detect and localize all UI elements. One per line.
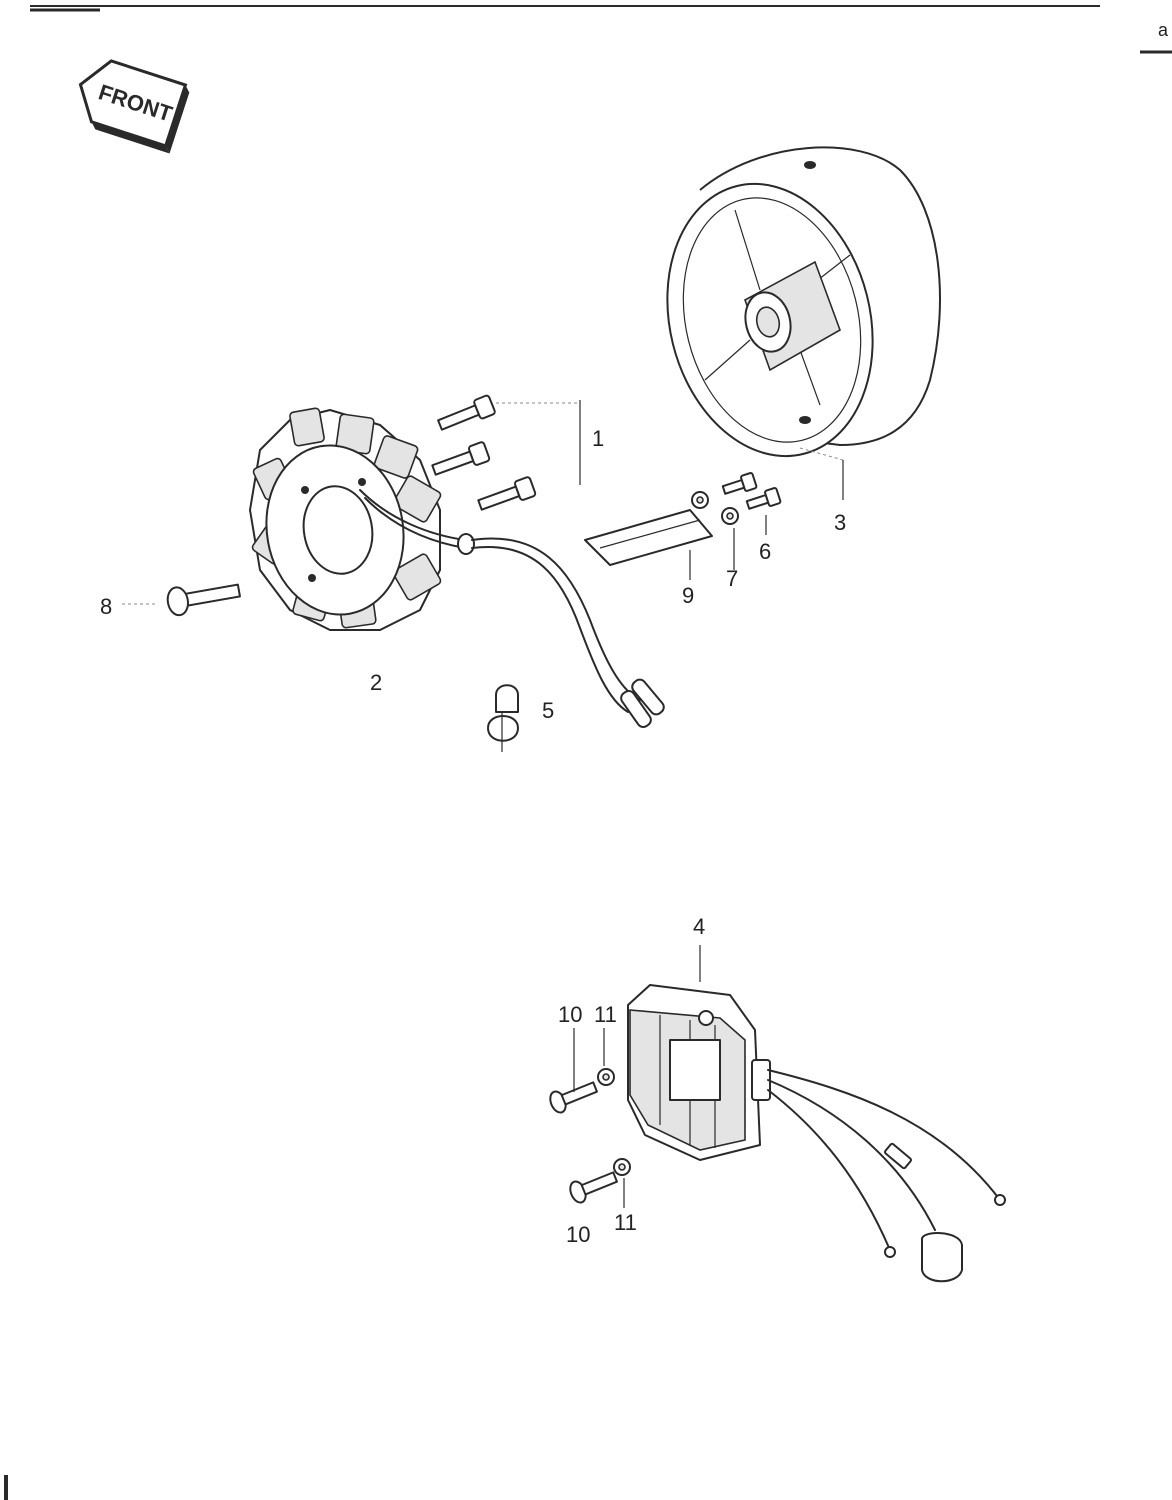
part-6-screws — [721, 472, 782, 535]
part-9-plate — [584, 491, 713, 580]
part-11-washers — [597, 1028, 631, 1208]
callout-10-top: 10 — [558, 1002, 582, 1027]
callout-7: 7 — [726, 566, 738, 591]
part-7-washer — [721, 507, 739, 570]
callout-9: 9 — [682, 583, 694, 608]
callout-4: 4 — [693, 914, 705, 939]
callout-3: 3 — [834, 510, 846, 535]
corner-mark: a — [1158, 20, 1169, 40]
front-direction-badge: FRONT — [78, 59, 190, 154]
callout-5: 5 — [542, 698, 554, 723]
part-10-bolts — [549, 1028, 618, 1204]
part-3-flywheel — [666, 146, 941, 500]
part-5-clamp — [487, 684, 519, 752]
part-2-stator — [249, 407, 665, 729]
header-rule — [4, 5, 1172, 1500]
callout-1: 1 — [592, 426, 604, 451]
callout-11-bottom: 11 — [614, 1210, 637, 1235]
part-8-screw — [122, 583, 241, 617]
callout-10-bottom: 10 — [566, 1222, 590, 1247]
callout-11-top: 11 — [594, 1002, 617, 1027]
callout-2: 2 — [370, 670, 382, 695]
part-1-screws — [431, 394, 581, 511]
part-4-regulator — [627, 945, 1006, 1283]
callout-8: 8 — [100, 594, 112, 619]
callout-6: 6 — [759, 539, 771, 564]
